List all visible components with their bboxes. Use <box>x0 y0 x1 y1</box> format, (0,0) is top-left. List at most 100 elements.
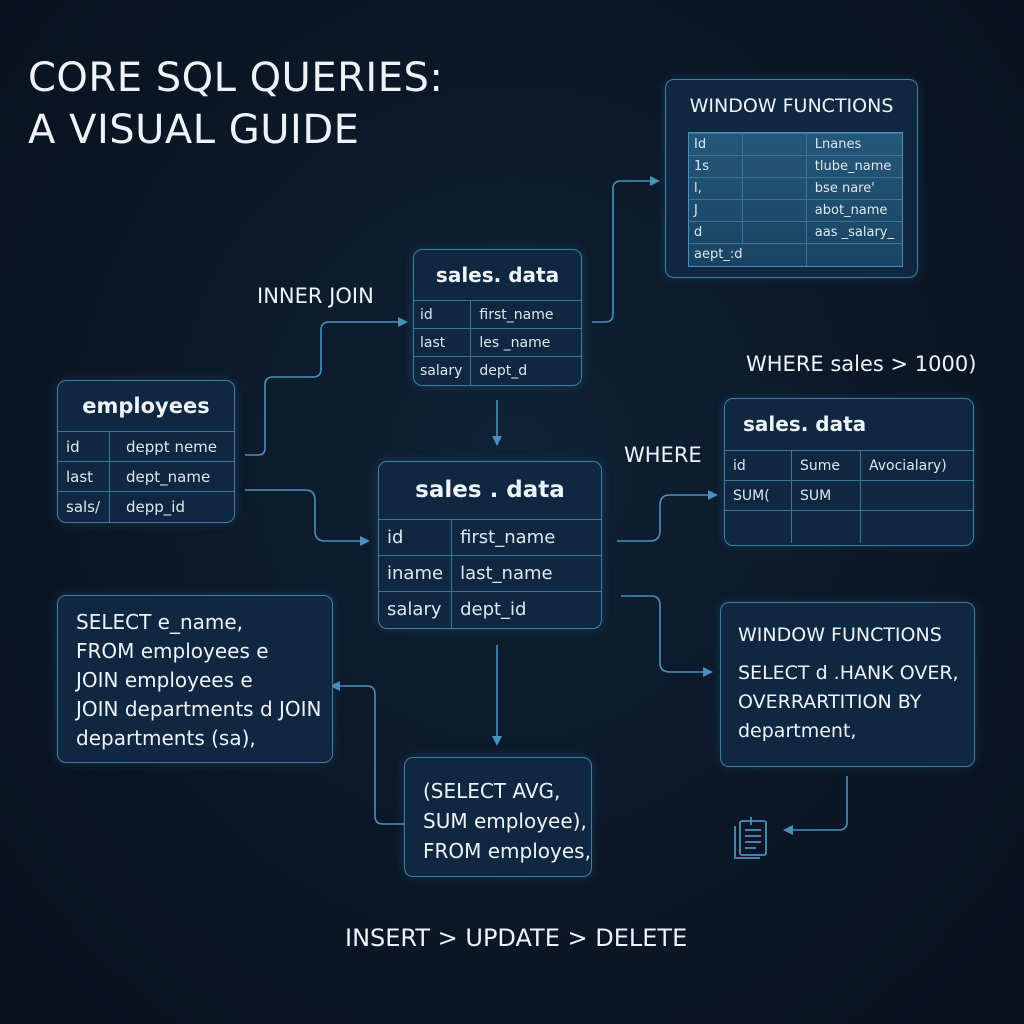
table-cell: first_name <box>451 519 601 556</box>
table-cell: id <box>414 300 472 329</box>
table-row: id first_name <box>379 519 601 556</box>
table-cell: Avocialary) <box>860 450 973 481</box>
where-condition-label: WHERE sales > 1000) <box>746 352 977 376</box>
table-row: l, bse nare' <box>689 177 902 200</box>
table-cell: J <box>689 199 743 222</box>
table-row: id Sume Avocialary) <box>725 450 973 481</box>
table-cell: Lnanes <box>805 133 902 156</box>
table-cell: d <box>689 221 743 244</box>
sales-data-top-title: sales. data <box>435 263 560 287</box>
code-line: FROM employees e <box>76 639 269 663</box>
table-row: d aas _salary_ <box>689 221 902 244</box>
title-line-1: CORE SQL QUERIES: <box>28 55 444 101</box>
window-functions-screen: Id Lnanes 1s tlube_name l, bse nare' J a… <box>688 132 903 267</box>
code-line: SELECT d .HANK OVER, <box>738 662 959 684</box>
code-line: JOIN departments d JOIN <box>76 697 322 721</box>
wire-center-to-window-code <box>621 595 713 677</box>
table-row: salary dept_id <box>379 591 601 628</box>
document-icon <box>734 817 767 859</box>
table-cell: tlube_name <box>805 155 902 178</box>
code-line: FROM employes, <box>423 839 591 863</box>
sales-data-center-title: sales . data <box>415 477 565 503</box>
table-row: J abot_name <box>689 199 902 222</box>
window-functions-code: WINDOW FUNCTIONS SELECT d .HANK OVER, OV… <box>720 602 975 767</box>
table-cell: deppt neme <box>109 431 234 462</box>
sales-data-right-table: sales. data id Sume Avocialary) SUM( SUM <box>724 398 974 546</box>
table-row: 1s tlube_name <box>689 155 902 178</box>
code-line: SUM employee), <box>423 809 587 833</box>
table-row: id first_name <box>414 300 581 329</box>
dml-footer-label: INSERT > UPDATE > DELETE <box>345 924 688 952</box>
table-cell: last <box>58 461 110 492</box>
table-cell: aept_:d <box>689 243 807 266</box>
table-cell <box>860 510 973 543</box>
employees-table: employees id deppt neme last dept_name s… <box>57 380 235 523</box>
inner-join-label: INNER JOIN <box>257 284 374 308</box>
code-line: (SELECT AVG, <box>423 779 561 803</box>
table-cell: id <box>725 450 792 481</box>
table-cell: l, <box>689 177 743 200</box>
table-cell: abot_name <box>805 199 902 222</box>
table-cell <box>725 510 792 543</box>
wire-subquery-to-code-join <box>330 681 405 825</box>
table-cell <box>791 510 861 543</box>
wire-employees-to-center <box>245 489 370 546</box>
table-cell: id <box>379 519 453 556</box>
window-functions-code-title: WINDOW FUNCTIONS <box>738 624 942 646</box>
table-cell: aas _salary_ <box>805 221 902 244</box>
sales-data-center-grid: id first_name iname last_name salary dep… <box>379 519 601 628</box>
wire-sales-top-to-window <box>592 176 660 323</box>
employees-title: employees <box>82 394 210 418</box>
table-cell: salary <box>414 356 472 385</box>
where-label: WHERE <box>624 443 702 467</box>
table-cell: dept_name <box>109 461 234 492</box>
table-cell <box>741 199 807 222</box>
table-cell: dept_d <box>470 356 581 385</box>
table-cell: sals/ <box>58 491 110 522</box>
table-cell: depp_id <box>109 491 234 522</box>
table-row: salary dept_d <box>414 356 581 385</box>
table-cell <box>805 243 902 266</box>
table-cell <box>860 480 973 511</box>
sales-data-center-table: sales . data id first_name iname last_na… <box>378 461 602 629</box>
window-functions-table: WINDOW FUNCTIONS Id Lnanes 1s tlube_name… <box>665 79 918 278</box>
table-row <box>725 510 973 543</box>
table-cell <box>741 155 807 178</box>
code-line: JOIN employees e <box>76 668 253 692</box>
sales-data-right-title: sales. data <box>743 412 867 436</box>
table-cell: SUM <box>791 480 861 511</box>
window-functions-grid: Id Lnanes 1s tlube_name l, bse nare' J a… <box>689 133 902 266</box>
code-line: SELECT e_name, <box>76 610 244 634</box>
table-cell: last <box>414 328 472 357</box>
table-cell: Id <box>689 133 743 156</box>
table-row: aept_:d <box>689 243 902 266</box>
code-line: department, <box>738 720 857 742</box>
table-row: Id Lnanes <box>689 133 902 156</box>
table-cell <box>741 221 807 244</box>
table-cell <box>741 133 807 156</box>
table-cell: SUM( <box>725 480 792 511</box>
code-line: departments (sa), <box>76 726 256 750</box>
table-row: iname last_name <box>379 555 601 592</box>
table-row: last dept_name <box>58 461 234 492</box>
subquery-code: (SELECT AVG, SUM employee), FROM employe… <box>404 757 592 877</box>
sales-data-top-grid: id first_name last les _name salary dept… <box>414 300 581 385</box>
table-cell: bse nare' <box>805 177 902 200</box>
table-cell: last_name <box>451 555 601 592</box>
wire-employees-to-sales-top <box>245 317 408 456</box>
table-row: sals/ depp_id <box>58 491 234 522</box>
sales-data-top-table: sales. data id first_name last les _name… <box>413 249 582 386</box>
table-cell: dept_id <box>451 591 601 628</box>
table-row: SUM( SUM <box>725 480 973 511</box>
title-line-2: A VISUAL GUIDE <box>28 107 360 153</box>
join-query-code: SELECT e_name, FROM employees e JOIN emp… <box>57 595 333 763</box>
code-line: OVERRARTITION BY <box>738 691 922 713</box>
table-cell: salary <box>379 591 453 628</box>
table-cell: iname <box>379 555 453 592</box>
sales-data-right-grid: id Sume Avocialary) SUM( SUM <box>725 450 973 543</box>
table-cell: 1s <box>689 155 743 178</box>
table-row: last les _name <box>414 328 581 357</box>
table-cell: Sume <box>791 450 861 481</box>
employees-grid: id deppt neme last dept_name sals/ depp_… <box>58 431 234 522</box>
